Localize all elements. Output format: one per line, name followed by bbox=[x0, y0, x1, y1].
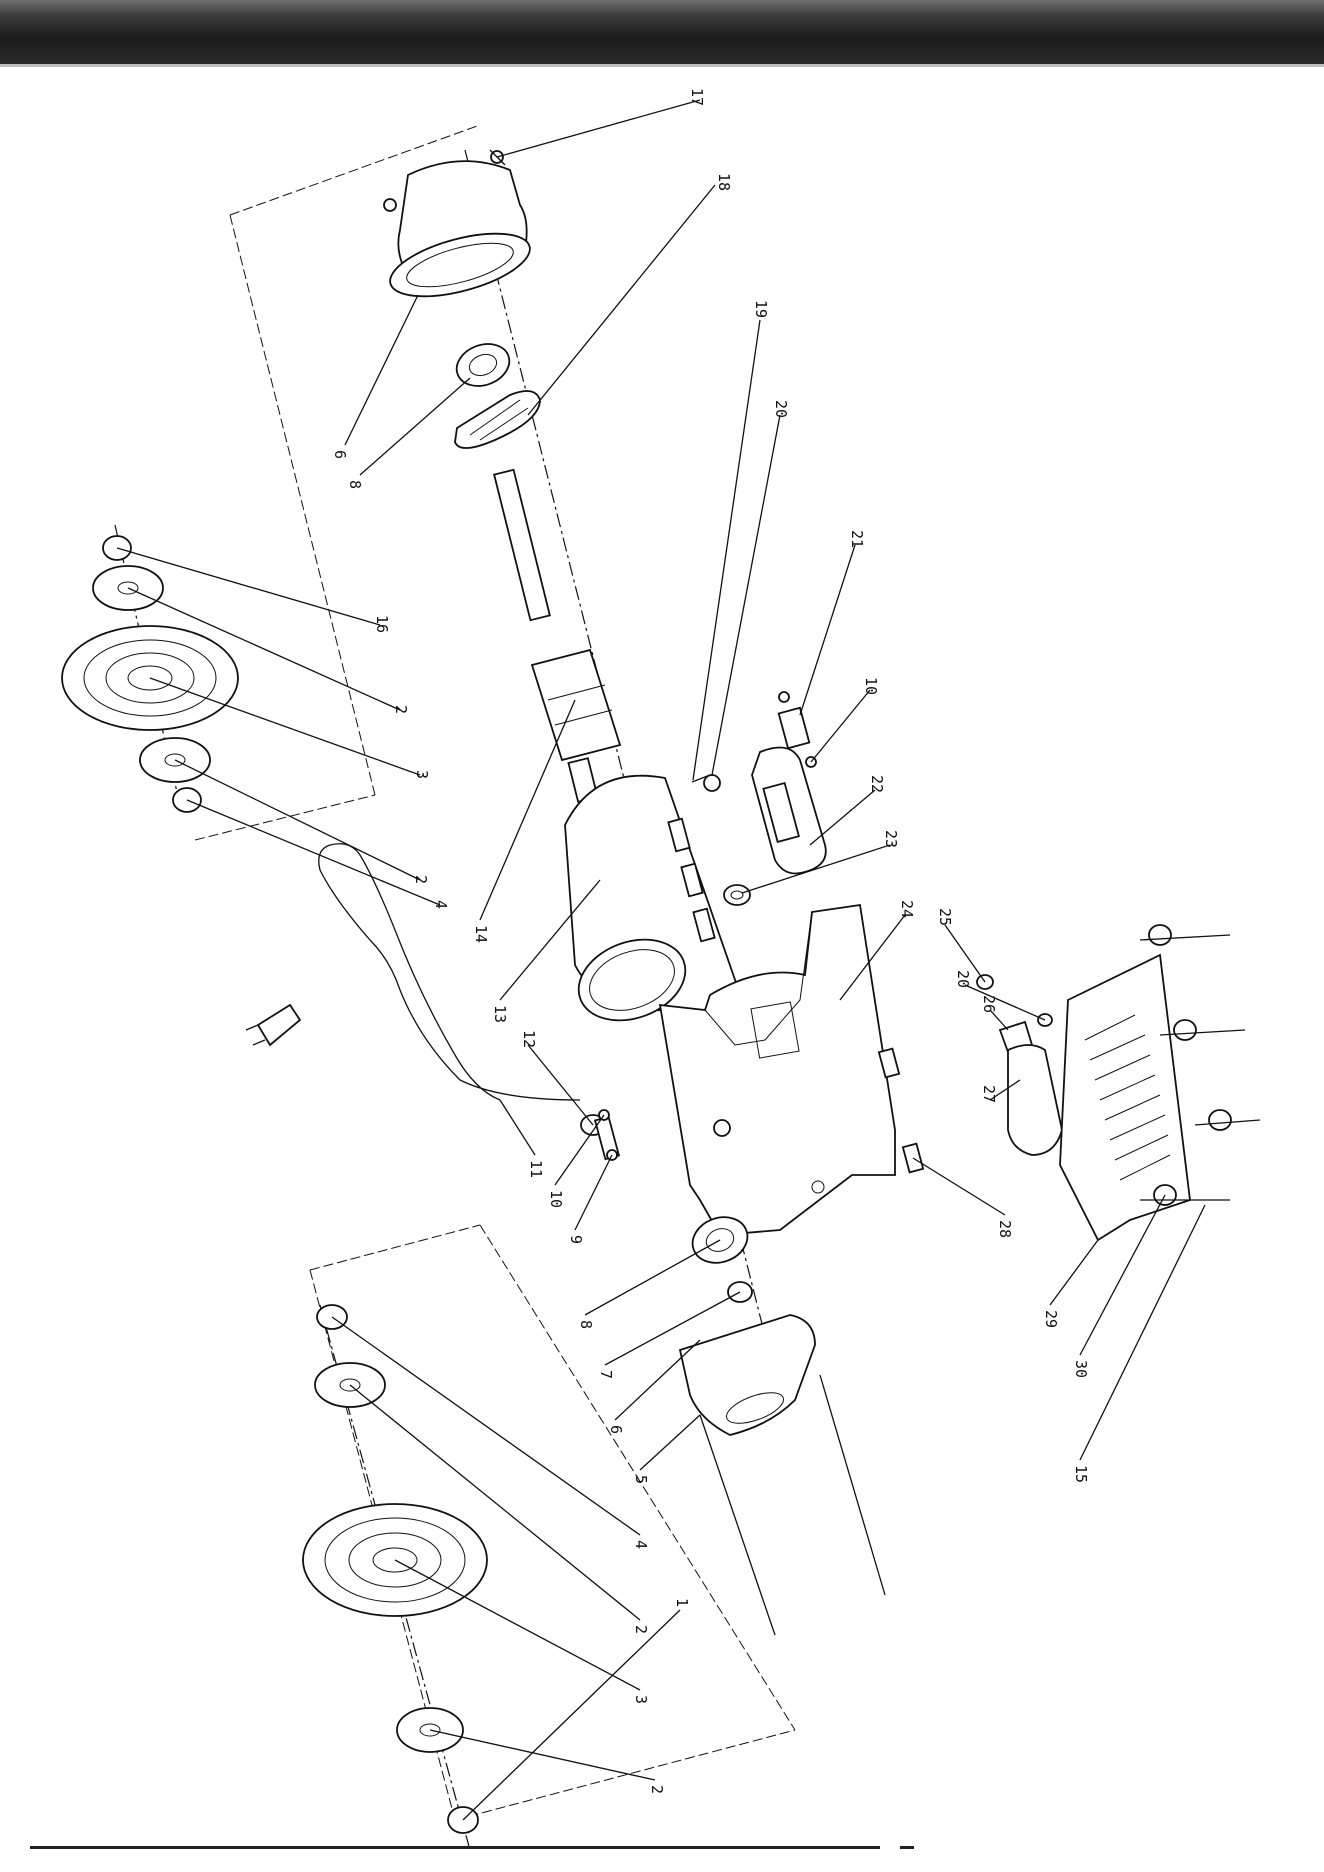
footer-tick bbox=[900, 1846, 914, 1849]
end-bell-upper bbox=[384, 161, 537, 309]
label-4: 4 bbox=[632, 1540, 650, 1549]
label-6: 6 bbox=[331, 450, 349, 459]
label-19: 19 bbox=[752, 300, 770, 318]
label-11: 11 bbox=[527, 1160, 545, 1178]
label-14: 14 bbox=[472, 925, 490, 943]
label-15: 15 bbox=[1072, 1465, 1090, 1483]
label-10: 10 bbox=[547, 1190, 565, 1208]
label-13: 13 bbox=[491, 1005, 509, 1023]
label-3: 3 bbox=[413, 770, 431, 779]
label-4: 4 bbox=[432, 900, 450, 909]
label-16: 16 bbox=[373, 615, 391, 633]
label-24: 24 bbox=[898, 900, 916, 918]
label-2: 2 bbox=[648, 1785, 666, 1794]
grommet-23 bbox=[724, 885, 750, 905]
label-17: 17 bbox=[688, 88, 706, 106]
bearing-upper bbox=[451, 337, 515, 393]
label-7: 7 bbox=[597, 1370, 615, 1379]
label-29: 29 bbox=[1042, 1310, 1060, 1328]
label-30: 30 bbox=[1072, 1360, 1090, 1378]
screw-5-a bbox=[700, 1415, 775, 1635]
label-26: 26 bbox=[980, 995, 998, 1013]
label-1: 1 bbox=[673, 1598, 691, 1607]
screw-10-upper-a bbox=[779, 692, 789, 702]
label-10: 10 bbox=[862, 677, 880, 695]
label-22: 22 bbox=[868, 775, 886, 793]
label-12: 12 bbox=[520, 1030, 538, 1048]
screw-5-b bbox=[820, 1375, 885, 1595]
label-9: 9 bbox=[567, 1235, 585, 1244]
label-5: 5 bbox=[632, 1475, 650, 1484]
label-20: 20 bbox=[772, 400, 790, 418]
capacitor-27 bbox=[1008, 1045, 1062, 1155]
label-20: 20 bbox=[954, 970, 972, 988]
label-27: 27 bbox=[980, 1085, 998, 1103]
switch-21 bbox=[779, 708, 810, 748]
label-8: 8 bbox=[346, 480, 364, 489]
label-21: 21 bbox=[848, 530, 866, 548]
label-2: 2 bbox=[412, 875, 430, 884]
footer-rule bbox=[30, 1846, 880, 1849]
label-23: 23 bbox=[882, 830, 900, 848]
armature-14 bbox=[494, 470, 620, 802]
label-3: 3 bbox=[632, 1695, 650, 1704]
label-8: 8 bbox=[577, 1320, 595, 1329]
label-28: 28 bbox=[996, 1220, 1014, 1238]
nut-20-upper bbox=[704, 775, 720, 791]
label-25: 25 bbox=[936, 908, 954, 926]
fan-18 bbox=[455, 391, 540, 448]
label-2: 2 bbox=[392, 705, 410, 714]
label-6: 6 bbox=[607, 1425, 625, 1434]
label-2: 2 bbox=[632, 1625, 650, 1634]
label-18: 18 bbox=[715, 173, 733, 191]
